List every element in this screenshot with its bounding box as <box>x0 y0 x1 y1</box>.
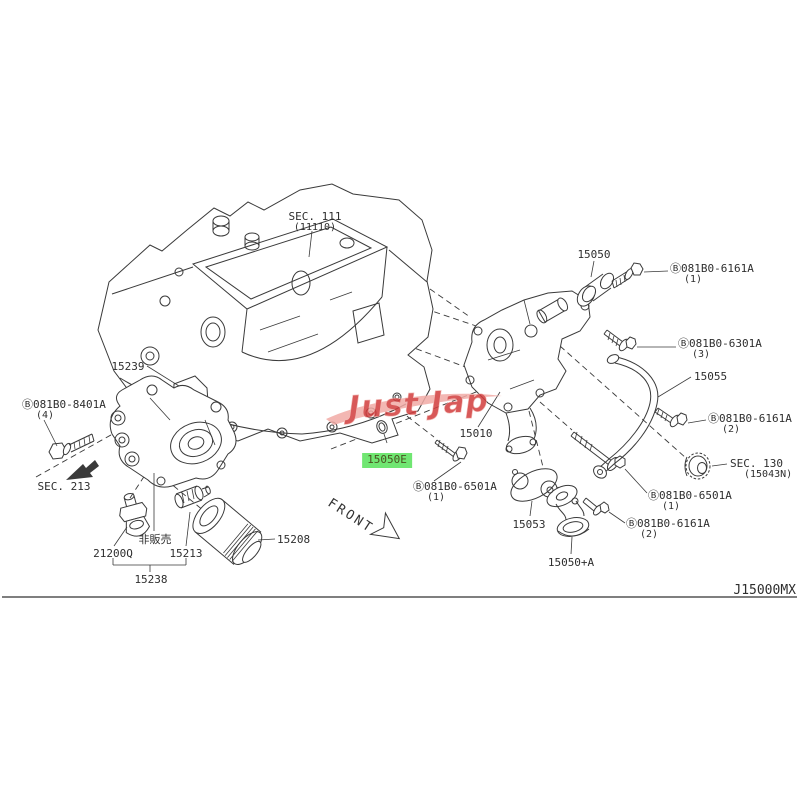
part-label-not-sold: 非販売 <box>138 533 172 546</box>
part-label-15208: 15208 <box>277 533 311 546</box>
part-label-15053: 15053 <box>512 518 546 531</box>
oil-pipe-15055-drawing <box>593 354 659 479</box>
part-label-15050-plus-a: 15050+A <box>547 556 595 569</box>
strainer-15050a-drawing <box>546 484 590 537</box>
part-label-b-081b0-8401a: Ⓑ081B0-8401A(4) <box>22 398 106 421</box>
part-label-b-081b0-6501a-right: Ⓑ081B0-6501A(1) <box>648 489 732 512</box>
part-label-15213: 15213 <box>169 547 203 560</box>
sprocket-sec130-drawing <box>684 452 711 480</box>
bolt-6161a-bottom-drawing <box>582 497 610 516</box>
front-arrow-icon <box>368 511 401 540</box>
part-label-15239: 15239 <box>111 360 145 373</box>
deck-stud-bosses <box>212 215 355 251</box>
oring-15050e-drawing <box>376 420 388 434</box>
bolt-6301a-drawing <box>603 329 637 352</box>
part-label-sec-111: SEC. 111(11110) <box>288 210 342 233</box>
sec-213-direction-arrow <box>66 460 99 480</box>
part-label-15010: 15010 <box>459 427 493 440</box>
oil-filter-15208-drawing <box>192 497 263 565</box>
part-label-15050: 15050 <box>577 248 611 261</box>
watermark-text: Just Jap <box>342 383 490 427</box>
part-label-sec-130: SEC. 130(15043N) <box>730 457 793 480</box>
watermark-swoosh <box>326 393 502 425</box>
leader-lines <box>43 230 728 572</box>
filter-bracket-drawing <box>109 375 237 488</box>
part-label-b-081b0-6301a: Ⓑ081B0-6301A(3) <box>678 337 762 360</box>
part-label-21200q: 21200Q <box>93 547 133 560</box>
part-label-b-081b0-6161a-right: Ⓑ081B0-6161A(2) <box>708 412 792 435</box>
diagram-code: J15000MX <box>733 583 796 598</box>
part-label-sec-213: SEC. 213 <box>37 480 91 493</box>
switch-21200q-drawing <box>119 492 151 537</box>
part-label-b-081b0-6161a-top: Ⓑ081B0-6161A(1) <box>670 262 754 285</box>
part-label-15238: 15238 <box>134 573 168 586</box>
bolt-8401a-drawing <box>48 433 95 460</box>
part-label-b-081b0-6501a-center: Ⓑ081B0-6501A(1) <box>413 480 497 503</box>
oil-pump-15010-drawing <box>463 290 591 455</box>
spacer-15050-drawing <box>576 272 615 307</box>
connector-15213-drawing <box>174 485 211 509</box>
bolt-6161a-top-drawing <box>611 262 644 289</box>
part-label-15055: 15055 <box>694 370 728 383</box>
watermark: Just Jap <box>326 382 502 427</box>
bolt-6501a-center-drawing <box>434 439 468 462</box>
part-label-b-081b0-6161a-bottom: Ⓑ081B0-6161A(2) <box>626 517 710 540</box>
part-label-15050e: 15050E <box>362 453 412 468</box>
